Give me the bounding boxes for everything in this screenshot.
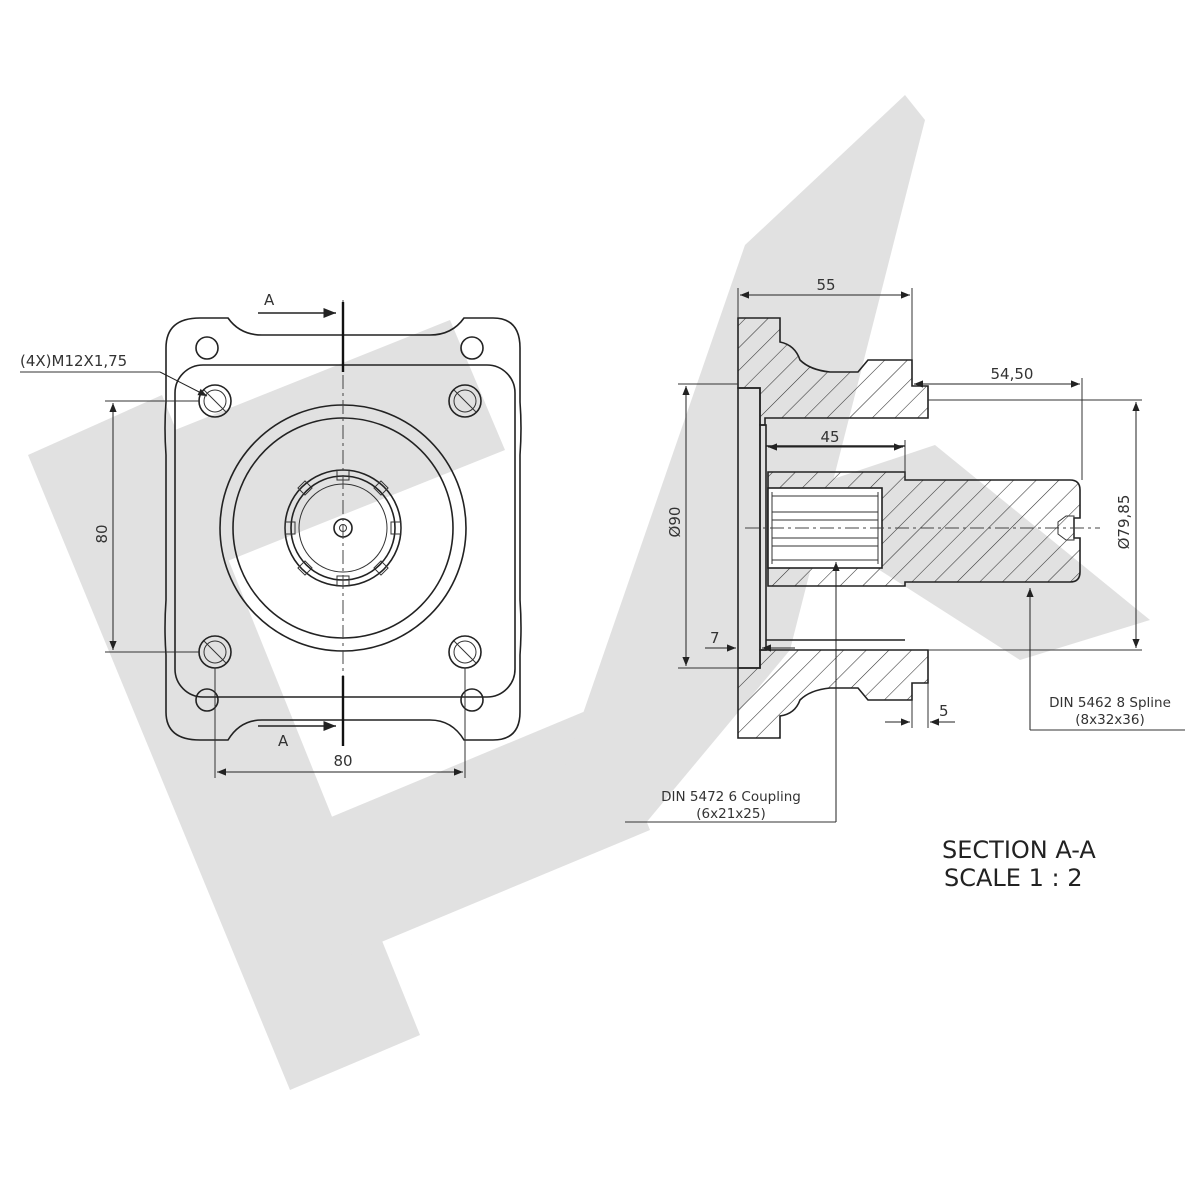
watermark-logo bbox=[28, 95, 1150, 1090]
thread-callout: (4X)M12X1,75 bbox=[20, 352, 127, 370]
dim-bore-depth: 45 bbox=[820, 428, 839, 446]
section-label-top: A bbox=[264, 291, 275, 309]
flange-outline bbox=[164, 317, 522, 741]
threaded-hole-bl bbox=[198, 635, 232, 669]
dim-overall-length: 55 bbox=[816, 276, 835, 294]
watermark-left-stroke bbox=[28, 395, 420, 1090]
corner-hole-br bbox=[460, 688, 484, 712]
shaft-center-hole bbox=[1057, 515, 1075, 541]
corner-hole-bl bbox=[195, 688, 219, 712]
dim-body-diameter: Ø79,85 bbox=[1115, 495, 1133, 550]
section-label-bottom: A bbox=[278, 732, 289, 750]
dim-pilot-diameter: Ø90 bbox=[666, 507, 684, 538]
watermark-bottom-bar bbox=[300, 705, 650, 955]
dim-horizontal-80: 80 bbox=[333, 752, 352, 770]
section-view: 55 54,50 45 Ø90 Ø79,85 7 5 DIN 5462 8 Sp bbox=[625, 276, 1185, 892]
corner-hole-tl bbox=[195, 336, 219, 360]
coupling-note-line2: (6x21x25) bbox=[696, 806, 765, 822]
coupling-note-line1: DIN 5472 6 Coupling bbox=[661, 789, 801, 805]
spline-note-line2: (8x32x36) bbox=[1075, 712, 1144, 728]
threaded-hole-tr bbox=[448, 384, 482, 418]
body-square bbox=[174, 364, 516, 698]
dim-vertical-80: 80 bbox=[93, 524, 111, 543]
thread-leader-diag bbox=[159, 371, 208, 397]
threaded-hole-tl bbox=[198, 384, 232, 418]
front-view: A A (4X)M12X1,75 80 80 bbox=[20, 291, 522, 778]
watermark-right-stroke bbox=[560, 95, 925, 830]
dim-groove: 5 bbox=[939, 702, 949, 720]
watermark-top-bar bbox=[150, 320, 505, 570]
dim-flange-thickness: 7 bbox=[710, 629, 720, 647]
threaded-hole-br bbox=[448, 635, 482, 669]
section-title: SECTION A-A bbox=[942, 836, 1096, 864]
dim-shaft-length: 54,50 bbox=[991, 365, 1034, 383]
spline-note-line1: DIN 5462 8 Spline bbox=[1049, 695, 1171, 711]
housing-upper-section bbox=[737, 317, 929, 426]
section-scale: SCALE 1 : 2 bbox=[944, 864, 1082, 892]
housing-lower-section bbox=[737, 649, 929, 739]
corner-hole-tr bbox=[460, 336, 484, 360]
